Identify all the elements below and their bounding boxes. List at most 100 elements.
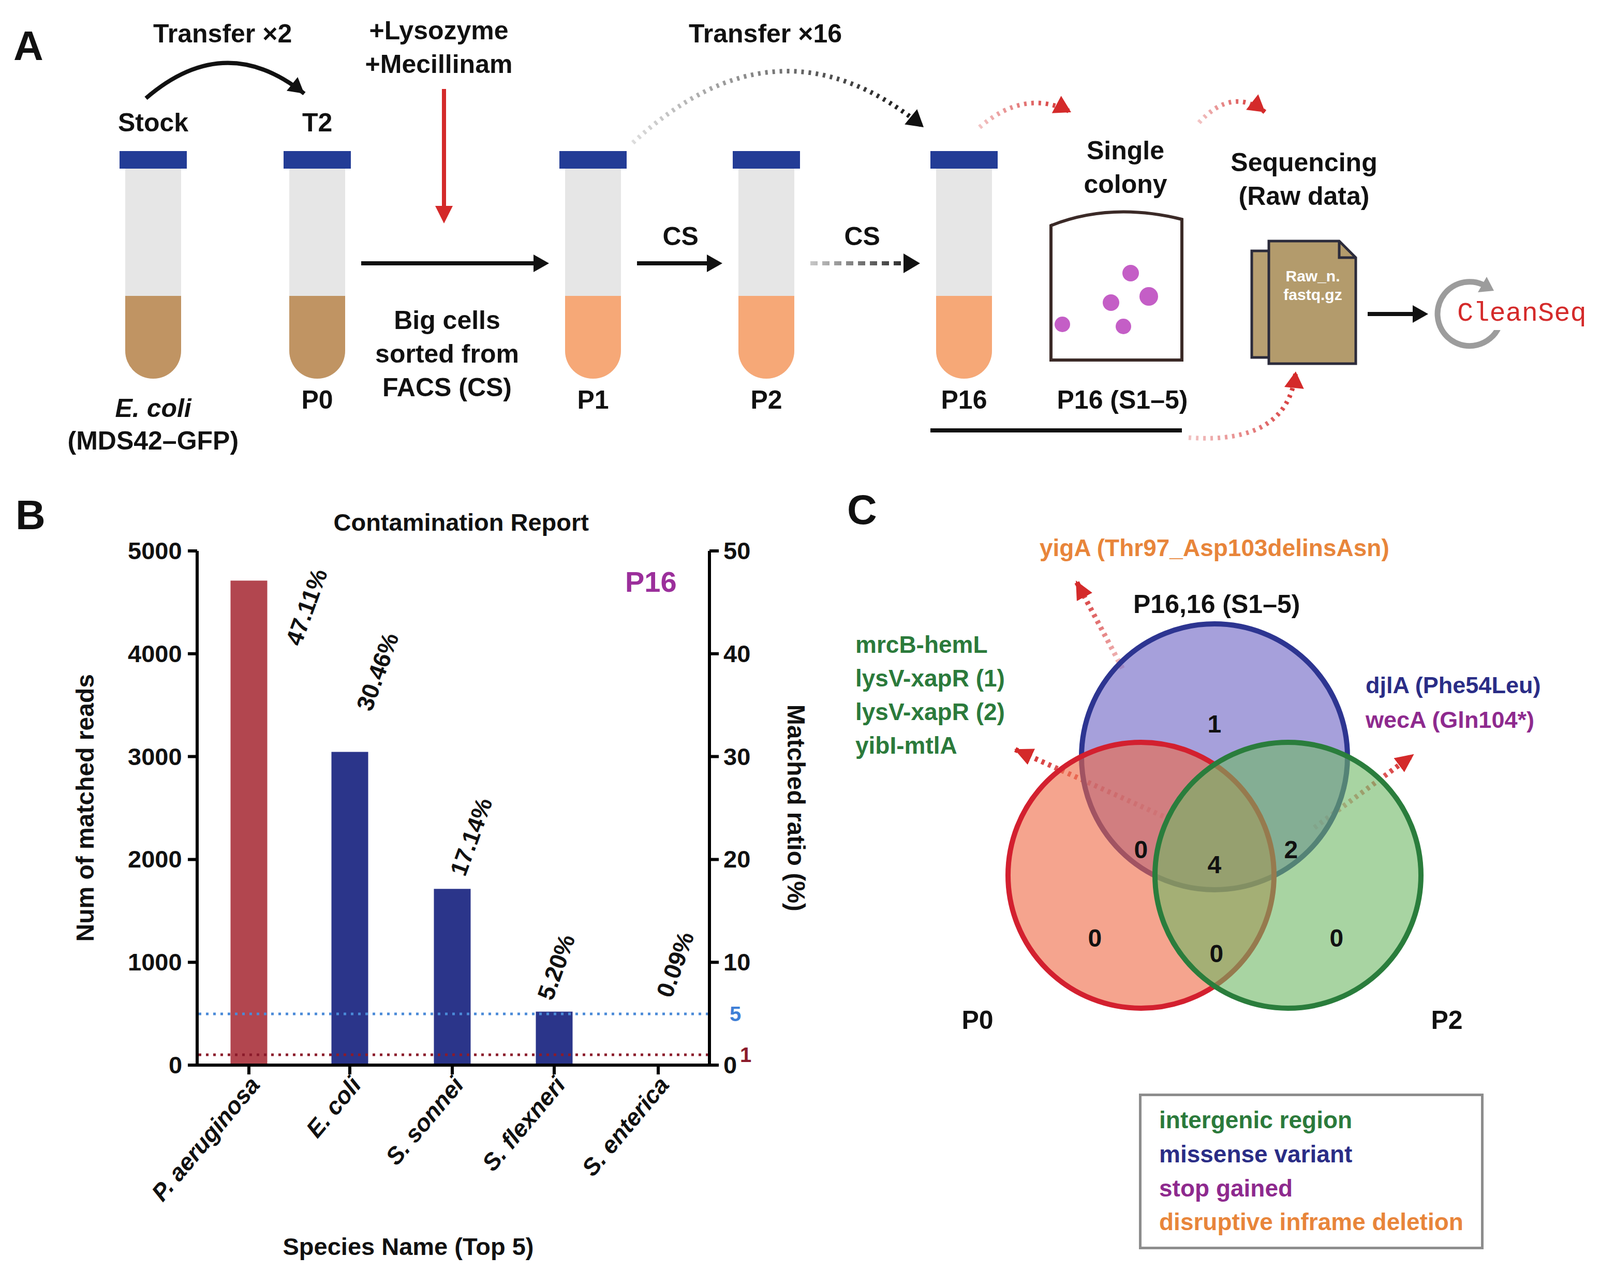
label: wecA (Gln104*) <box>1365 706 1535 735</box>
arrowhead <box>1246 94 1266 113</box>
culture-liquid <box>289 295 346 379</box>
axis-ticks <box>248 1065 659 1075</box>
label: 4000 <box>127 639 183 669</box>
treatment-line <box>441 89 447 210</box>
label: mrcB-hemL <box>855 630 988 660</box>
arrowhead <box>1284 371 1305 390</box>
legend-swatch: disruptive inframe deletion <box>1159 1208 1464 1236</box>
bar <box>536 1012 573 1066</box>
label: 30 <box>723 742 751 772</box>
bar <box>230 580 268 1066</box>
culture-liquid <box>738 295 795 379</box>
label: S. flexneri <box>476 1071 572 1177</box>
node-label: Single colony <box>1058 134 1193 202</box>
label: 1 <box>739 1042 752 1068</box>
threshold-line <box>198 1054 708 1057</box>
cleanseq-tool: CleanSeq <box>1430 275 1509 353</box>
label: 5000 <box>127 536 183 566</box>
culture-tube: StockE. coli(MDS42–GFP) <box>119 151 187 379</box>
legend-text: stop gained <box>1159 1175 1293 1203</box>
colony-dot <box>1102 294 1120 311</box>
connector <box>979 95 1072 128</box>
culture-tube: P2 <box>732 151 800 379</box>
sequencing-files: Sequencing (Raw data)Raw_n. fastq.gz <box>1250 239 1358 366</box>
node-label: P0 <box>301 384 334 416</box>
arrowhead <box>435 205 453 224</box>
label: Matched ratio (%) <box>780 704 811 912</box>
node-label: P16,16 (S1–5) <box>1133 588 1300 620</box>
label: 0 <box>168 1050 183 1080</box>
legend-row: missense variant <box>1159 1137 1464 1173</box>
label: A <box>13 21 44 71</box>
edge-label: Transfer ×2 <box>153 18 292 50</box>
label: 47.11% <box>279 565 334 650</box>
culture-liquid <box>125 295 182 379</box>
label: P. aeruginosa <box>145 1071 266 1207</box>
arrowhead <box>1412 305 1429 323</box>
tube-shape <box>732 151 800 379</box>
label: 10 <box>723 947 751 977</box>
legend-text: missense variant <box>1159 1141 1353 1168</box>
tube-body <box>936 168 992 379</box>
label: 4 <box>1207 850 1222 881</box>
tube-body <box>738 168 795 379</box>
label: 1000 <box>127 947 183 977</box>
node-label: T2 <box>302 107 333 139</box>
bar <box>434 889 471 1066</box>
arrowhead <box>904 109 924 128</box>
connector <box>145 63 305 99</box>
label: Species Name (Top 5) <box>283 1232 535 1262</box>
node-label: P2 <box>750 384 783 416</box>
node-label: P16 (S1–5) <box>1057 384 1189 416</box>
legend-swatch: intergenic region <box>1159 1106 1353 1134</box>
label: C <box>847 485 878 536</box>
legend-swatch: missense variant <box>1159 1141 1353 1168</box>
connector <box>636 254 723 273</box>
node-label: P16 <box>941 384 988 416</box>
label: 17.14% <box>443 793 499 880</box>
colony-dot <box>1054 316 1071 333</box>
axis-ticks <box>709 551 719 1066</box>
label: 30.46% <box>350 628 405 715</box>
label: Num of matched reads <box>69 674 100 942</box>
edge-label: CS <box>844 220 881 253</box>
legend-text: intergenic region <box>1159 1106 1353 1134</box>
connector-line <box>1367 312 1418 317</box>
connector <box>810 253 921 274</box>
node-label: E. coli <box>115 392 192 424</box>
connector-line <box>361 261 539 266</box>
arrowhead <box>706 254 723 273</box>
file-fold <box>1339 241 1356 258</box>
tube-shape <box>559 151 627 379</box>
arrowhead <box>286 77 305 94</box>
bar-chart <box>187 551 719 1075</box>
edge-label: CS <box>662 220 699 253</box>
bar <box>331 752 369 1066</box>
connector <box>1198 94 1266 123</box>
label: 0.09% <box>650 927 701 1001</box>
node-label: CleanSeq <box>1454 298 1590 331</box>
label: 50 <box>723 536 751 566</box>
connector <box>632 71 924 143</box>
node-label: P1 <box>577 384 610 416</box>
label: 0 <box>1134 835 1149 866</box>
venn-circle-shape <box>1152 739 1424 1012</box>
culture-liquid <box>565 295 621 379</box>
label: S. enterica <box>575 1071 676 1182</box>
culture-tube: P16 <box>930 151 998 379</box>
arrowhead <box>1052 95 1072 114</box>
culture-tube: T2P0 <box>283 151 351 379</box>
label: Contamination Report <box>333 508 589 538</box>
node-label: Stock <box>117 107 189 139</box>
label: 20 <box>723 845 751 874</box>
node-label: P2 <box>1431 1004 1463 1036</box>
label: lysV-xapR (2) <box>855 698 1005 727</box>
venn-circle: P20 <box>1152 739 1424 1012</box>
colony-dot <box>1122 264 1139 282</box>
label: S. sonnei <box>379 1071 470 1171</box>
cycle-arrowhead <box>1477 276 1494 293</box>
edge-label: Big cells sorted from FACS (CS) <box>359 303 536 405</box>
connector-line <box>636 261 712 266</box>
node-label: Raw_n. fastq.gz <box>1271 267 1355 305</box>
